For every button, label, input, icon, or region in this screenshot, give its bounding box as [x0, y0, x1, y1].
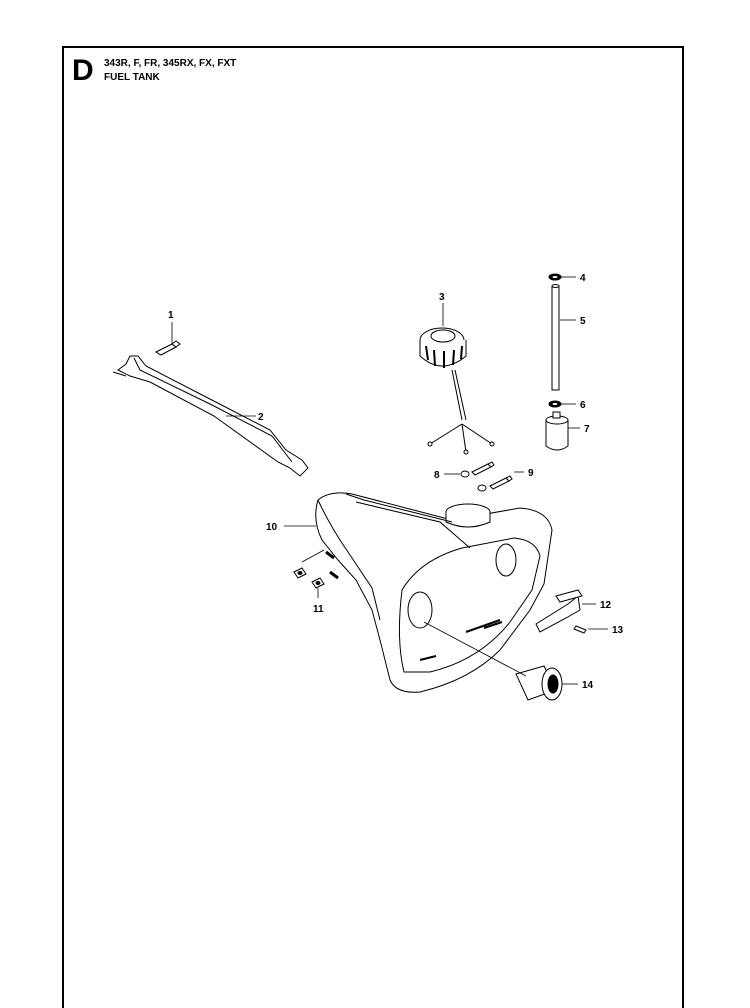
callout-8: 8 — [434, 470, 440, 481]
part-1-screw — [154, 340, 181, 356]
part-6-o-ring — [548, 400, 562, 408]
callout-13: 13 — [612, 625, 624, 636]
callout-5: 5 — [580, 316, 586, 327]
part-10-fuel-tank — [315, 492, 553, 693]
callout-labels: 1 2 3 4 5 6 7 8 9 10 11 12 13 14 — [168, 273, 624, 691]
part-11-nut — [293, 567, 325, 589]
part-12-bracket — [535, 589, 583, 633]
part-4-o-ring — [548, 273, 562, 281]
page-frame — [62, 46, 684, 1008]
part-9-washer-screw — [477, 475, 513, 492]
callout-9: 9 — [528, 468, 534, 479]
part-14-spacer — [515, 665, 563, 701]
page-title: FUEL TANK — [104, 72, 160, 83]
callout-14: 14 — [582, 680, 594, 691]
leader-lines — [171, 276, 608, 685]
callout-3: 3 — [439, 292, 445, 303]
callout-4: 4 — [580, 273, 586, 284]
callout-12: 12 — [600, 600, 612, 611]
part-7-fuel-filter — [545, 411, 569, 451]
callout-11: 11 — [313, 604, 324, 615]
callout-10: 10 — [266, 522, 278, 533]
callout-7: 7 — [584, 424, 590, 435]
callout-1: 1 — [168, 310, 174, 321]
part-13-screw — [573, 625, 587, 634]
callout-6: 6 — [580, 400, 586, 411]
part-8-washer-screw — [460, 461, 495, 478]
callout-2: 2 — [258, 412, 264, 423]
model-list: 343R, F, FR, 345RX, FX, FXT — [104, 58, 237, 69]
part-5-fuel-hose — [551, 284, 560, 391]
part-3-fuel-cap — [419, 327, 495, 455]
part-2-guide-rail — [112, 355, 309, 477]
section-letter: D — [72, 54, 94, 87]
